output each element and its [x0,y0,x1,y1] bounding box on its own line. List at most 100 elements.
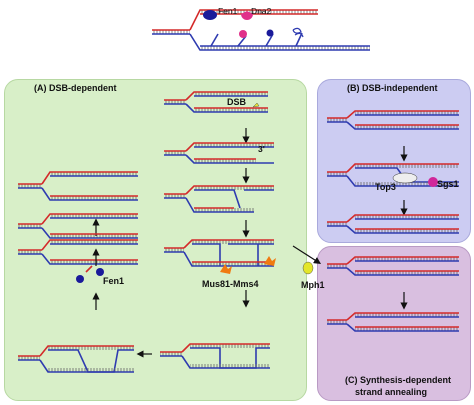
base-pair-rungs [327,172,347,176]
base-pair-rungs [327,222,347,226]
dna2-on-flap-icon [239,30,247,38]
arm-parental [39,359,134,373]
fork-lower-parental [346,267,459,276]
crossing-strand [192,243,221,266]
fork-lower-parental [41,227,138,239]
invading-strand [194,189,241,209]
base-pair-rungs [18,250,42,254]
fork-upper-parental [185,91,268,101]
dna2-legend-icon [241,11,253,20]
legend-dna2: Dna2 [251,6,272,16]
base-pair-rungs [200,10,318,14]
arm-parental [185,142,274,152]
base-pair-rungs [327,118,347,122]
fork-upper-parental [41,213,138,225]
base-pair-rungs [18,184,42,188]
base-pair-rungs [194,186,274,190]
base-pair-rungs [355,313,459,317]
arm-parental [183,251,274,267]
base-pair-rungs [355,164,459,168]
base-pair-rungs [50,234,138,238]
three-prime-label: 3' [258,144,265,154]
fen1-icon [76,275,84,283]
fork-lower-parental [189,33,370,51]
base-pair-rungs [355,327,459,331]
fork-upper-parental [41,239,138,251]
fork-lower-parental [41,253,138,265]
fen1-legend-icon [203,10,217,20]
base-pair-rungs [355,125,459,129]
base-pair-rungs [164,100,186,104]
base-pair-rungs [164,151,186,155]
arm-parental [181,343,270,353]
base-pair-rungs [355,229,459,233]
fork-upper-parental [346,214,459,223]
mus81-mms4-icon [220,264,232,274]
base-pair-rungs [50,260,138,264]
panel-c-title-2: strand annealing [355,387,428,397]
base-pair-rungs [194,143,274,147]
mph1-icon [302,261,314,275]
arm-parental [346,163,459,173]
fork-lower-parental [41,187,138,201]
base-pair-rungs [355,182,459,186]
fork-upper-parental [346,312,459,321]
panel-c-title-1: (C) Synthesis-dependent [345,375,452,385]
fen1-on-flap-icon [266,29,274,37]
base-pair-rungs [160,352,182,356]
base-pair-rungs [50,214,138,218]
mus81-mms4-icon [264,256,276,266]
base-pair-rungs [18,224,42,228]
base-pair-rungs [190,344,270,348]
fork-lower-parental [185,103,268,113]
base-pair-rungs [194,92,268,96]
base-pair-rungs [50,240,138,244]
base-pair-rungs [327,264,347,268]
fork-lower-parental [346,225,459,234]
base-pair-rungs [48,346,134,350]
fork-lower-parental [346,121,459,130]
base-pair-rungs [190,364,270,368]
flap [265,33,274,47]
base-pair-rungs [164,194,186,198]
arm-parental [185,185,274,195]
fork-lower-parental [346,323,459,332]
base-pair-rungs [164,248,184,252]
fork-upper-parental [346,256,459,265]
arm-parental [185,197,254,213]
top3-icon [392,172,418,184]
base-pair-rungs [327,320,347,324]
fen1-label: Fen1 [103,276,125,286]
mph1-label: Mph1 [301,280,325,290]
sgs1-label: Sgs1 [437,179,459,189]
base-pair-rungs [355,111,459,115]
base-pair-rungs [194,159,256,163]
sgs1-icon [428,177,438,187]
base-pair-rungs [200,46,370,50]
fork-upper-parental [41,171,138,185]
top3-label: Top3 [375,182,396,192]
hairpin-flap-icon [292,27,304,38]
dsb-cut-icon [252,102,260,108]
base-pair-rungs [355,257,459,261]
base-pair-rungs [48,368,134,372]
dsb-label: DSB [227,97,247,107]
legend-fen1: Fen1 [218,6,238,16]
flap [237,35,247,47]
fen1-icon [96,268,104,276]
arm-parental [181,355,270,369]
base-pair-rungs [355,215,459,219]
mus81-mms4-label: Mus81-Mms4 [202,279,259,289]
base-pair-rungs [194,208,254,212]
flap [85,265,93,273]
base-pair-rungs [152,30,190,34]
arm-parental [39,345,134,357]
panel-b-title: (B) DSB-independent [347,83,438,93]
arm-parental [185,154,256,164]
base-pair-rungs [194,108,268,112]
base-pair-rungs [18,356,40,360]
arrow [292,245,322,264]
base-pair-rungs [50,172,138,176]
base-pair-rungs [192,262,274,266]
